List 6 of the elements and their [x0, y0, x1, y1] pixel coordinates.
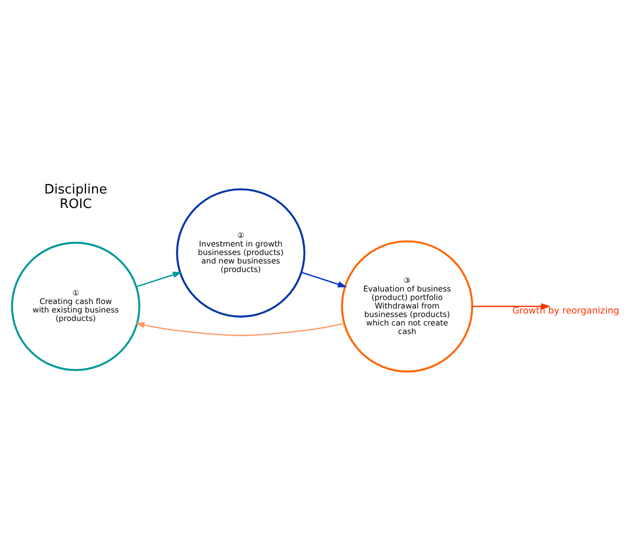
arrow — [301, 271, 347, 287]
arrow — [472, 302, 550, 310]
arrow — [135, 321, 344, 336]
edge-label: Growth by reorganizing — [512, 306, 620, 316]
arrow — [136, 271, 182, 287]
label: Discipline ROIC — [44, 182, 108, 212]
